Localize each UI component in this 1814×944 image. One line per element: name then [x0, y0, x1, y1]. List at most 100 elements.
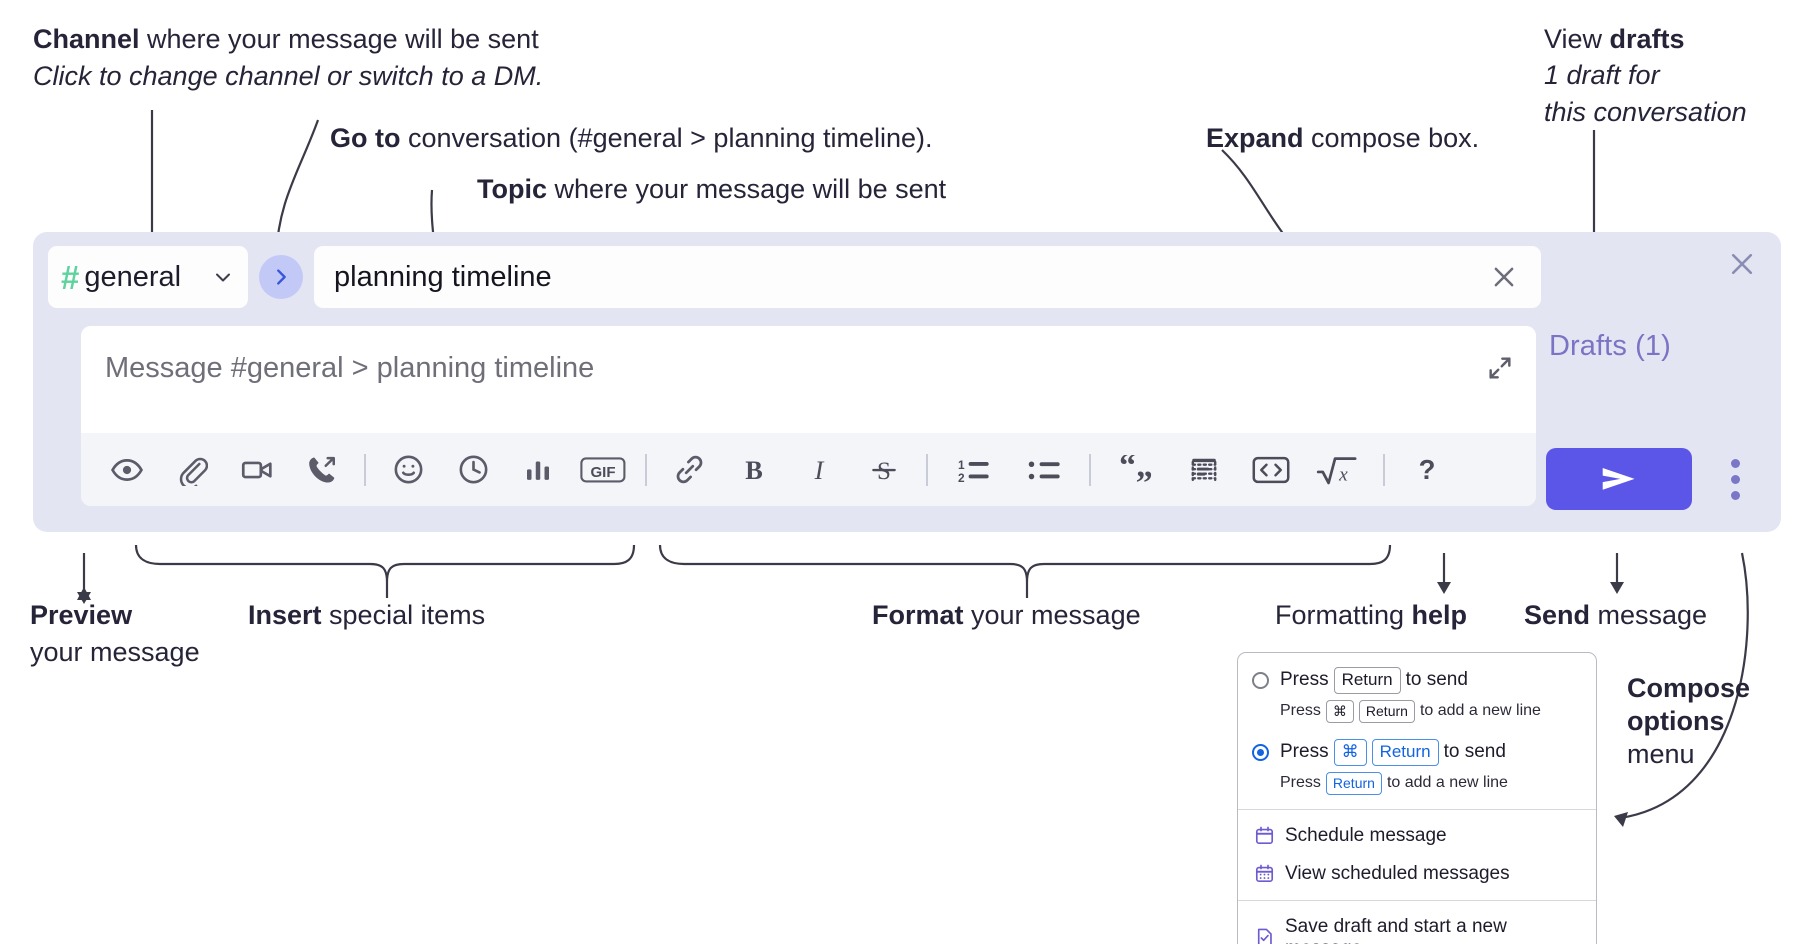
- save-draft-icon: [1253, 927, 1275, 944]
- annotation-drafts-line2: 1 draft for: [1544, 60, 1660, 91]
- key-return: Return: [1371, 738, 1439, 766]
- send-option-return[interactable]: Press Return to send: [1238, 665, 1596, 696]
- compose-options-button[interactable]: [1717, 452, 1753, 506]
- record-video-button[interactable]: [233, 446, 281, 494]
- topic-clear-button[interactable]: [1483, 256, 1525, 298]
- message-box: Message #general > planning timeline: [81, 326, 1536, 506]
- math-icon: x: [1316, 456, 1357, 485]
- svg-text:1: 1: [958, 457, 965, 471]
- menu-item-save-draft[interactable]: Save draft and start a new message: [1238, 908, 1596, 944]
- key-command: ⌘: [1325, 699, 1354, 723]
- attach-file-button[interactable]: [168, 446, 216, 494]
- menu-item-view-scheduled-messages[interactable]: View scheduled messages: [1238, 855, 1596, 893]
- math-button[interactable]: x: [1309, 446, 1365, 494]
- hash-icon: #: [61, 258, 80, 296]
- poll-icon: [527, 461, 549, 480]
- panel-close-button[interactable]: [1722, 244, 1762, 284]
- expand-icon: [1489, 357, 1511, 379]
- italic-button[interactable]: I: [795, 446, 843, 494]
- reminder-button[interactable]: [449, 446, 497, 494]
- svg-text:I: I: [814, 455, 825, 484]
- blockquote-icon: “„: [1119, 455, 1153, 484]
- code-button[interactable]: [1245, 446, 1297, 494]
- code-icon: [1252, 456, 1290, 483]
- topic-value: planning timeline: [334, 260, 552, 293]
- hint-pre: Press: [1280, 702, 1321, 720]
- annotation-compose-options-line1: Compose: [1627, 673, 1751, 703]
- ordered-list-button[interactable]: 1 2: [946, 446, 1000, 494]
- send-option-cmd-pre: Press: [1280, 741, 1329, 763]
- compose-header-row: # general planning timeline: [48, 246, 1541, 308]
- message-input[interactable]: Message #general > planning timeline: [81, 326, 1536, 433]
- strikethrough-button[interactable]: S: [860, 446, 908, 494]
- topic-input[interactable]: planning timeline: [314, 246, 1541, 308]
- gif-icon: GIF: [580, 456, 626, 482]
- annotation-format-bold: Format: [872, 600, 964, 630]
- goto-conversation-button[interactable]: [259, 255, 303, 299]
- radio-return[interactable]: [1252, 671, 1269, 689]
- send-option-return-post: to send: [1405, 669, 1468, 691]
- annotation-goto-bold: Go to: [330, 123, 401, 153]
- menu-divider: [1238, 808, 1596, 810]
- send-option-return-label: Press Return to send: [1280, 667, 1468, 694]
- svg-text:S: S: [877, 457, 891, 484]
- send-shortcut-options: Press Return to send Press ⌘ Return to a…: [1238, 653, 1596, 809]
- annotation-preview-line2: your message: [30, 637, 200, 668]
- gif-button[interactable]: GIF: [579, 446, 627, 494]
- send-option-return-hint: Press ⌘ Return to add a new line: [1238, 696, 1596, 727]
- hint-post: to add a new line: [1419, 702, 1541, 720]
- close-icon: [1494, 267, 1514, 287]
- toolbar-divider: [645, 453, 647, 486]
- annotation-channel-rest: where your message will be sent: [139, 24, 539, 54]
- preview-button[interactable]: [103, 446, 151, 494]
- formatting-help-button[interactable]: ?: [1403, 446, 1451, 494]
- menu-item-schedule-message[interactable]: Schedule message: [1238, 817, 1596, 855]
- blockquote-button[interactable]: “„: [1109, 446, 1163, 494]
- code-block-icon: [1191, 458, 1217, 481]
- link-button[interactable]: [665, 446, 713, 494]
- bold-button[interactable]: B: [730, 446, 778, 494]
- channel-selector[interactable]: # general: [48, 246, 248, 308]
- svg-text:x: x: [1338, 464, 1348, 485]
- clock-icon: [459, 455, 487, 484]
- send-button[interactable]: [1546, 448, 1692, 510]
- calendar-icon: [1253, 825, 1275, 847]
- annotation-topic-bold: Topic: [477, 174, 547, 204]
- annotation-expand: Expand compose box.: [1206, 123, 1479, 154]
- calendar-list-icon: [1253, 863, 1275, 885]
- poll-button[interactable]: [514, 446, 562, 494]
- annotation-channel-bold: Channel: [33, 24, 140, 54]
- radio-cmd-return[interactable]: [1252, 743, 1269, 761]
- drafts-link[interactable]: Drafts (1): [1549, 330, 1671, 362]
- svg-text:GIF: GIF: [591, 464, 616, 481]
- bullet-list-icon: [1028, 461, 1060, 479]
- code-block-button[interactable]: [1180, 446, 1228, 494]
- formatting-toolbar: GIF B: [81, 433, 1536, 506]
- annotation-channel-italic: Click to change channel or switch to a D…: [33, 61, 544, 92]
- annotation-drafts-bold: drafts: [1609, 24, 1685, 54]
- draft-group: Save draft and start a new message: [1238, 901, 1596, 944]
- emoji-button[interactable]: [384, 446, 432, 494]
- more-vertical-icon-dot: [1730, 458, 1740, 468]
- start-call-button[interactable]: [298, 446, 346, 494]
- annotation-expand-rest: compose box.: [1303, 123, 1480, 153]
- toolbar-divider: [926, 453, 928, 486]
- send-option-cmd-return[interactable]: Press ⌘ Return to send: [1238, 737, 1596, 768]
- menu-divider: [1238, 899, 1596, 901]
- channel-name: general: [84, 260, 182, 293]
- close-icon: [1731, 253, 1753, 275]
- expand-compose-button[interactable]: [1480, 348, 1520, 388]
- compose-options-menu: Press Return to send Press ⌘ Return to a…: [1237, 652, 1597, 944]
- hint-pre: Press: [1280, 774, 1321, 792]
- more-vertical-icon-dot: [1730, 474, 1740, 484]
- annotation-topic-rest: where your message will be sent: [547, 174, 947, 204]
- chevron-right-icon: [277, 269, 286, 285]
- bold-icon: B: [745, 455, 763, 484]
- annotation-expand-bold: Expand: [1206, 123, 1304, 153]
- send-icon: [1602, 467, 1635, 490]
- menu-item-label: Schedule message: [1285, 824, 1447, 846]
- annotation-drafts-line3: this conversation: [1544, 96, 1747, 127]
- annotation-drafts-pre: View: [1544, 24, 1610, 54]
- bullet-list-button[interactable]: [1017, 446, 1071, 494]
